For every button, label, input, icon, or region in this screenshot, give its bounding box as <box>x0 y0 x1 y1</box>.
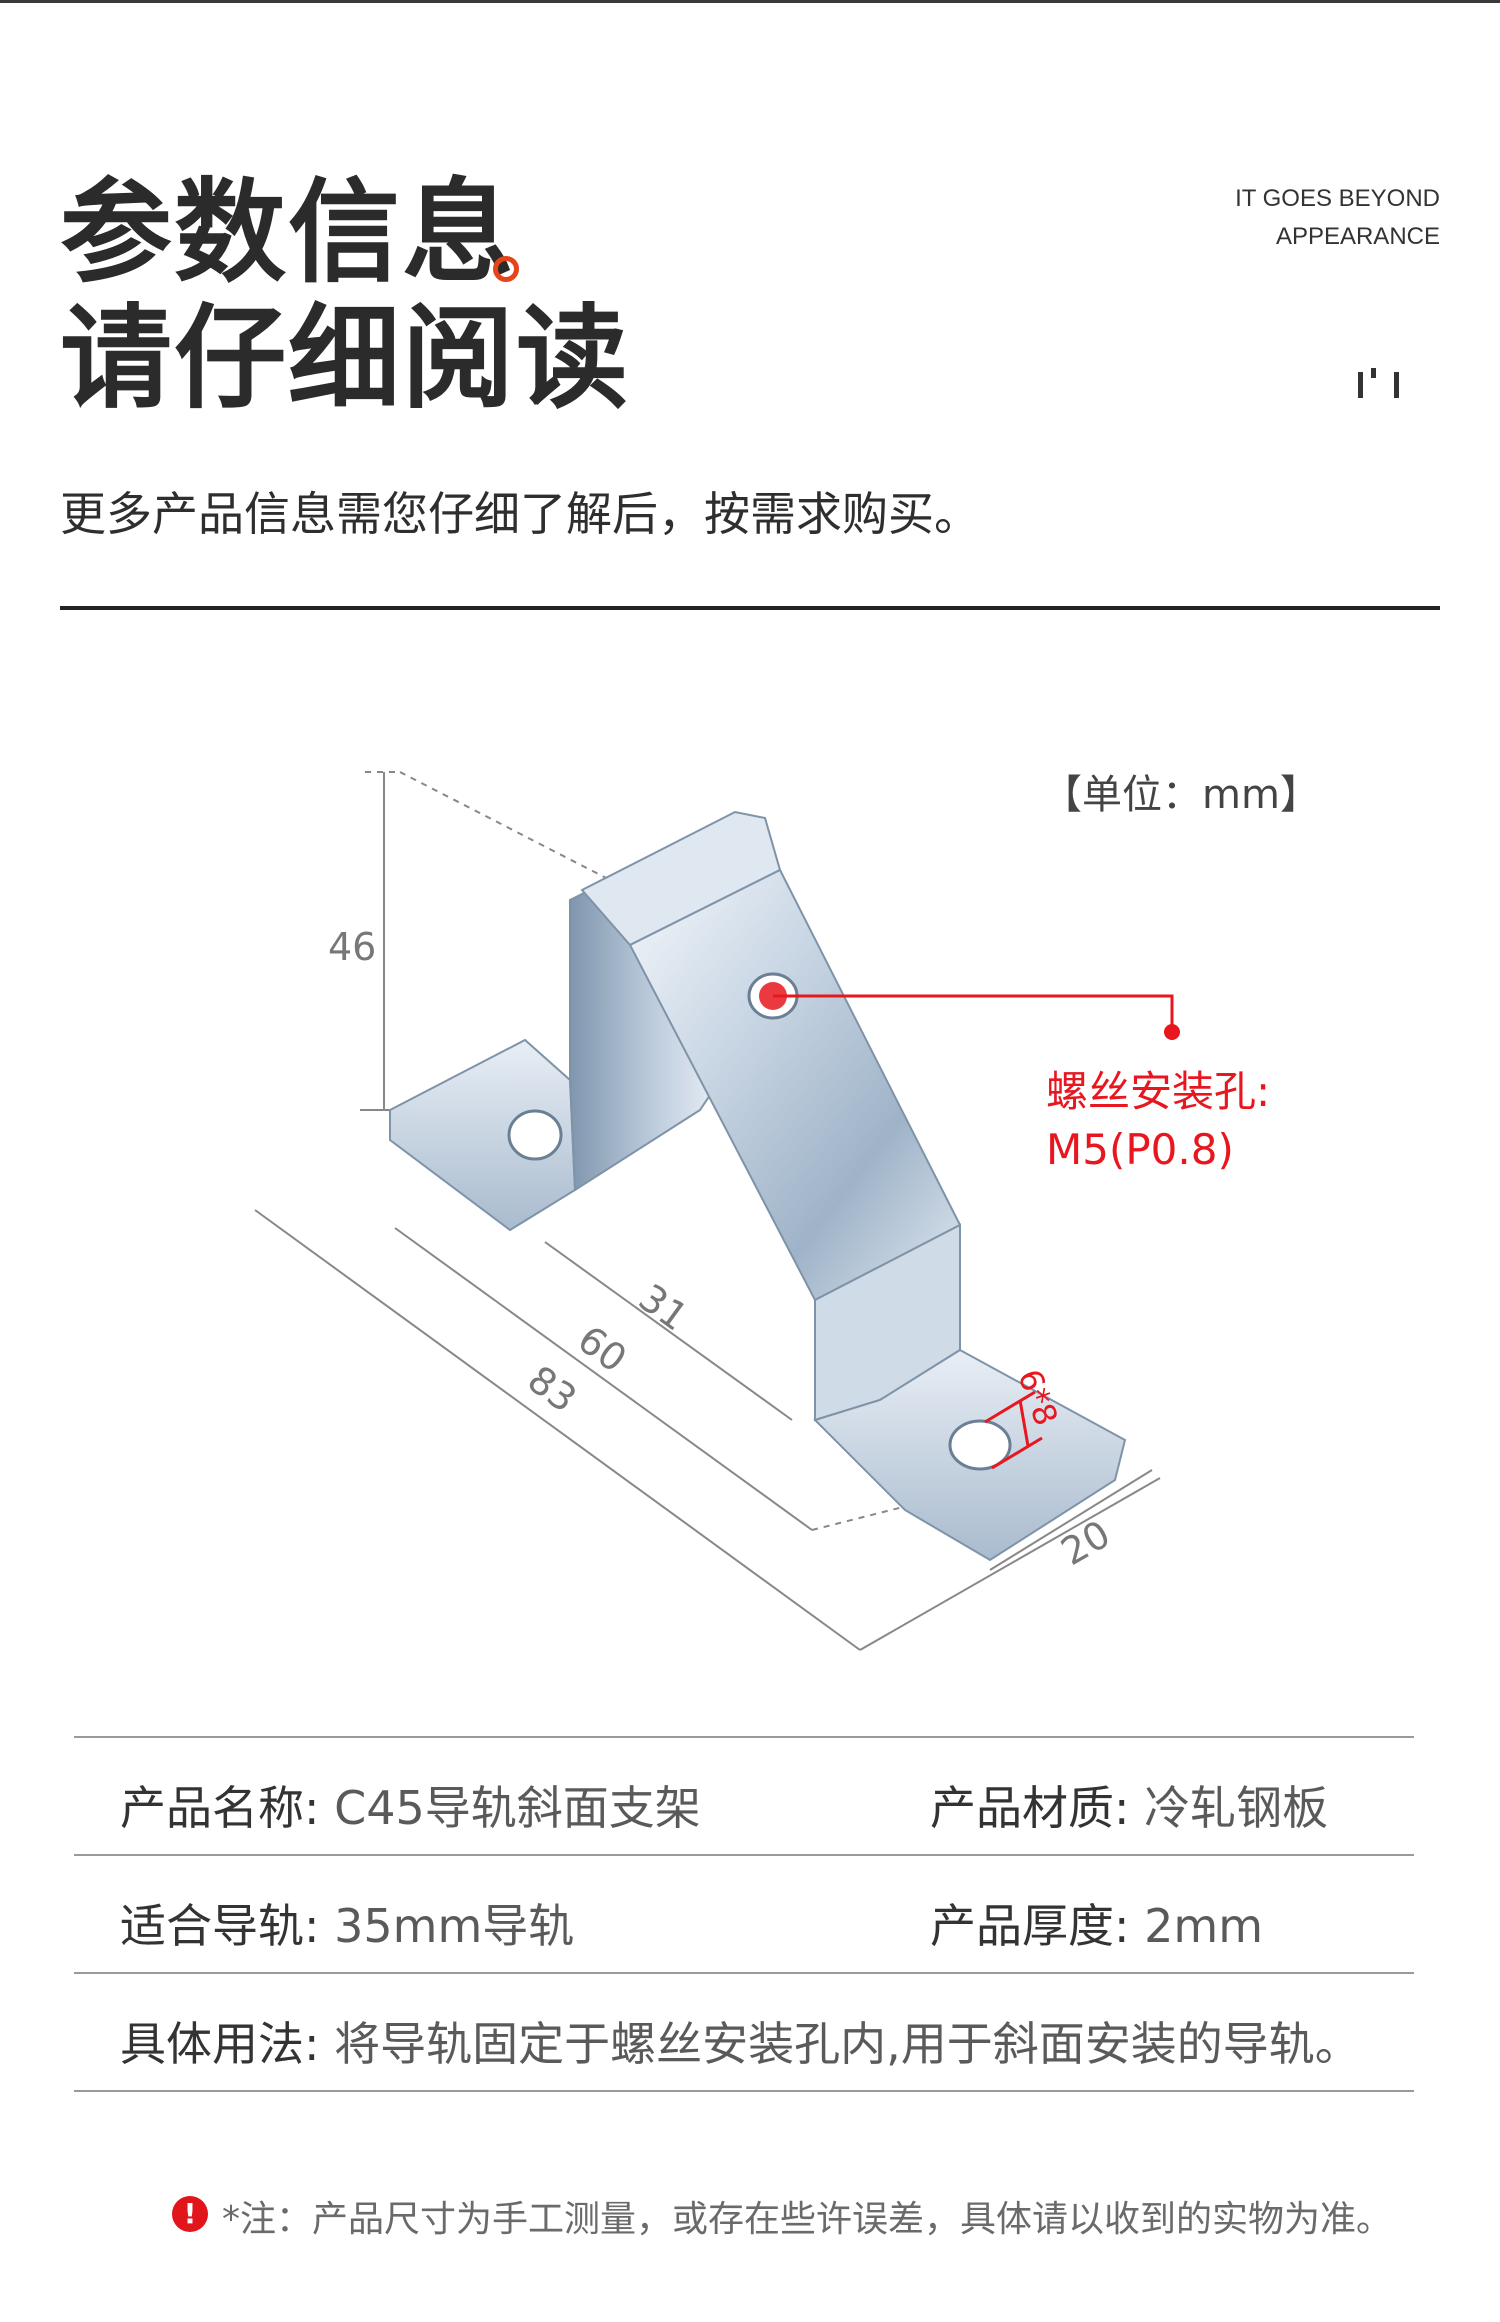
dim-width-label: 20 <box>1054 1512 1118 1574</box>
spec-value-name: C45导轨斜面支架 <box>334 1781 701 1835</box>
brand-slogan-line2: APPEARANCE <box>1275 223 1440 250</box>
spec-value-usage: 将导轨固定于螺丝安装孔内,用于斜面安装的导轨。 <box>334 2017 1361 2071</box>
brand-logo-icon <box>1358 368 1399 398</box>
spec-value-rail: 35mm导轨 <box>334 1899 575 1953</box>
title-dot-icon <box>493 256 519 282</box>
spec-value-material: 冷轧钢板 <box>1144 1781 1329 1835</box>
spec-row: 具体用法: 将导轨固定于螺丝安装孔内,用于斜面安装的导轨。 <box>74 1972 1414 2092</box>
product-diagram: 46 31 60 83 20 6*8 <box>254 771 1180 1651</box>
page-title-line1: 参数信息 <box>60 168 516 298</box>
spec-label-usage: 具体用法: <box>120 2017 320 2071</box>
dim-mid-label: 60 <box>570 1317 635 1381</box>
dim-height-label: 46 <box>328 925 376 969</box>
section-divider <box>60 606 1440 610</box>
intro-text: 更多产品信息需您仔细了解后，按需求购买。 <box>60 487 980 541</box>
unit-label: 【单位：mm】 <box>1042 772 1320 818</box>
top-border <box>0 0 1500 3</box>
dim-inner-label: 31 <box>631 1275 696 1339</box>
brand-slogan-line1: IT GOES BEYOND <box>1235 185 1440 212</box>
disclaimer-note: *注：产品尺寸为手工测量，或存在些许误差，具体请以收到的实物为准。 <box>222 2199 1393 2240</box>
slot-dimension-marker <box>984 1390 1043 1470</box>
callout-line1: 螺丝安装孔: <box>1046 1067 1271 1116</box>
callout-line2: M5(P0.8) <box>1046 1125 1234 1174</box>
page-title-line2: 请仔细阅读 <box>60 294 630 424</box>
spec-label-name: 产品名称: <box>120 1781 320 1835</box>
screw-hole-callout: 螺丝安装孔: M5(P0.8) <box>1046 1063 1270 1179</box>
spec-table: 产品名称: C45导轨斜面支架 产品材质: 冷轧钢板 适合导轨: 35mm导轨 … <box>74 1736 1414 2092</box>
brand-slogan: IT GOES BEYOND APPEARANCE <box>1235 180 1440 256</box>
dim-overall-label: 83 <box>520 1357 585 1421</box>
spec-row: 适合导轨: 35mm导轨 产品厚度: 2mm <box>74 1854 1414 1972</box>
spec-label-material: 产品材质: <box>930 1781 1130 1835</box>
spec-row: 产品名称: C45导轨斜面支架 产品材质: 冷轧钢板 <box>74 1736 1414 1854</box>
spec-label-rail: 适合导轨: <box>120 1899 320 1953</box>
alert-icon: ! <box>172 2196 208 2232</box>
spec-label-thickness: 产品厚度: <box>930 1899 1130 1953</box>
spec-value-thickness: 2mm <box>1144 1899 1264 1953</box>
